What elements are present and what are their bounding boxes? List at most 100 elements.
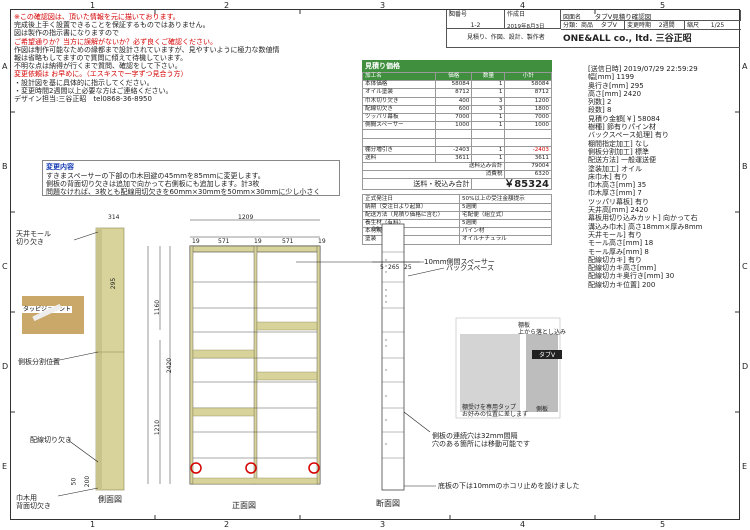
change-box: 変更内容 すきまスペーサーの下部の巾木回避の45mmを85mmに変更します。 側… [42,160,340,196]
spacer-label: 10mm側間スペーサー [424,258,495,266]
tax-label: 消費税 [361,170,506,180]
back-space-label: バックスペース [446,264,494,272]
drawing-name-cell: 図面名 タブV見積り確認図 [561,10,741,21]
date-cell: 作成日 2019年8月3日 [505,10,561,30]
dimension: 5 [380,264,384,271]
change-cell: 変更時期 2週間 [625,21,685,30]
row-label: A [2,62,8,71]
spec-item: 段数] 8 [588,106,612,115]
note-line: 作図は制作可能なための縁都まで設計されていますが、見やすいように極力な数値情 [14,45,280,54]
row-label: C [742,262,748,271]
class-value: タブV [600,22,617,29]
spec-item: バックスペース処理] 有り [588,131,669,140]
spec-item: 奥行き[mm] 295 [588,81,644,90]
spec-item: 樹種] 節有りパイン材 [588,123,656,132]
baseboard-cut-label: 巾木用 背面切欠き [16,494,51,511]
change-line: すきまスペーサーの下部の巾木回避の45mmを85mmに変更します。 [46,172,265,180]
drawing-name: タブV見積り確認図 [594,13,652,21]
total-label: 送料・税込み合計 [361,178,473,191]
drawing-frame [10,9,740,520]
note-line: 図は製作の指示書になりますので [14,29,119,38]
company-name: ONE&ALL co., ltd. 三谷正昭 [563,34,692,44]
change-title: 変更内容 [46,163,74,171]
divider-position-label: 側板分割位置 [18,358,60,366]
column-label: 4 [520,520,526,529]
dimension: 1210 [154,419,162,436]
note-line: 変更依頼は お早めに。（エスキスで一字ずつ見合う方） [14,70,188,79]
row-label: B [742,162,748,171]
product-photo [460,334,520,412]
row-label: D [742,362,749,371]
spec-item: 配送方法] 一般運送便 [588,156,656,165]
wire-cut-marker [190,462,202,474]
condition-row: 塗装オイルナチュラル [362,235,552,245]
front-view-label: 正面図 [232,501,256,510]
spec-item: 幕板用切り込みカット] 向かって右 [588,214,698,223]
spec-item: [送信日時] 2019/07/29 22:59:29 [588,65,698,73]
note-line: 不明な点は納得が行くまで質問、確認をして下さい。 [14,62,182,71]
column-label: 1 [90,1,96,10]
spec-item: 配線切カキ位置] 200 [588,280,656,289]
spec-item: 配線切カキ奥行き[mm] 30 [588,272,675,281]
wire-cut-marker [308,462,320,474]
spec-item: 幅[mm] 1199 [588,73,635,82]
photo-title: タブV [532,350,562,359]
total-value: ￥85324 [471,178,552,191]
dimension: 314 [108,214,120,221]
spec-item: ツッパリ幕板] 有り [588,197,649,206]
dimension: 19 [192,238,200,245]
tax-value: 6320 [504,170,552,180]
bracket-photo [526,334,558,412]
class-label: 分類：商品 [563,22,594,29]
dimension: 295 [110,277,118,290]
note-line: ご希望通りか？当方に誤解がないか？必ず良くご確認ください。 [14,37,217,46]
side-view-label: 側面図 [98,495,122,504]
column-label: 1 [90,520,96,529]
drawing-name-label: 図面名 [563,14,582,21]
row-label: E [742,462,748,471]
column-label: 5 [660,520,666,529]
dimension: 25 [404,264,412,271]
spec-item: 巾木高さ[mm] 35 [588,181,647,190]
dimension: 19 [318,238,326,245]
row-label: D [2,362,9,371]
note-line: ・変更時間2週間以上必要な方はご連絡ください。 [14,86,173,95]
spec-item: 見積り金額[￥] 58084 [588,114,660,123]
note-line: デザイン担当:三谷正昭 tel0868-36-8950 [14,95,152,104]
dimension: 1209 [238,214,254,221]
hole-note-label: 側板の連続穴は32mm間隔 穴のある箇所には移動可能です [432,432,530,449]
dimension: 19 [372,226,380,233]
section-view-label: 断面図 [376,499,400,508]
wire-cut-label: 配線切り欠き [30,436,72,444]
photo-caption: 側板 [536,406,549,413]
drawing-no-cell: 図番号 1-2 [447,10,505,29]
estimate-title: 見積り価格 [362,60,552,72]
dimension: 50 [70,477,78,486]
date-value: 2019年8月3日 [507,24,545,30]
column-label: 2 [224,1,230,10]
note-line: ・設計図を基に具体的に指示してください。 [14,78,154,87]
date-label: 作成日 [507,11,526,18]
note-line: 完成後上手く設置できることを保証するものではありません。 [14,21,210,30]
scale-value: 1/25 [710,22,725,29]
photo-caption: 棚板 上から落とし込み [518,322,567,336]
dimension: 19 [254,238,262,245]
title-block: 図番号 1-2 作成日 2019年8月3日 図面名 タブV見積り確認図 分類：商… [446,10,741,48]
spec-item: 配線切カキ高さ[mm] [588,264,657,273]
row-label: E [2,462,8,471]
notes-block: ※この確認図は、頂いた情報を元に描いております。 完成後上手く設置できることを保… [14,13,280,103]
side-panel-edge [96,228,102,490]
column-label: 4 [520,1,526,10]
scale-cell: 縮尺 1/25 [685,21,741,30]
spec-item: 棚間指定加工] なし [588,139,649,148]
dimension: 2420 [166,357,174,374]
condition-cell: オイルナチュラル [459,235,552,245]
row-label: B [2,162,8,171]
change-label: 変更時期 [627,22,652,29]
spec-item: 溝込み巾木] 高さ18mm×厚み8mm [588,222,703,231]
dimension: 265 [388,264,400,271]
